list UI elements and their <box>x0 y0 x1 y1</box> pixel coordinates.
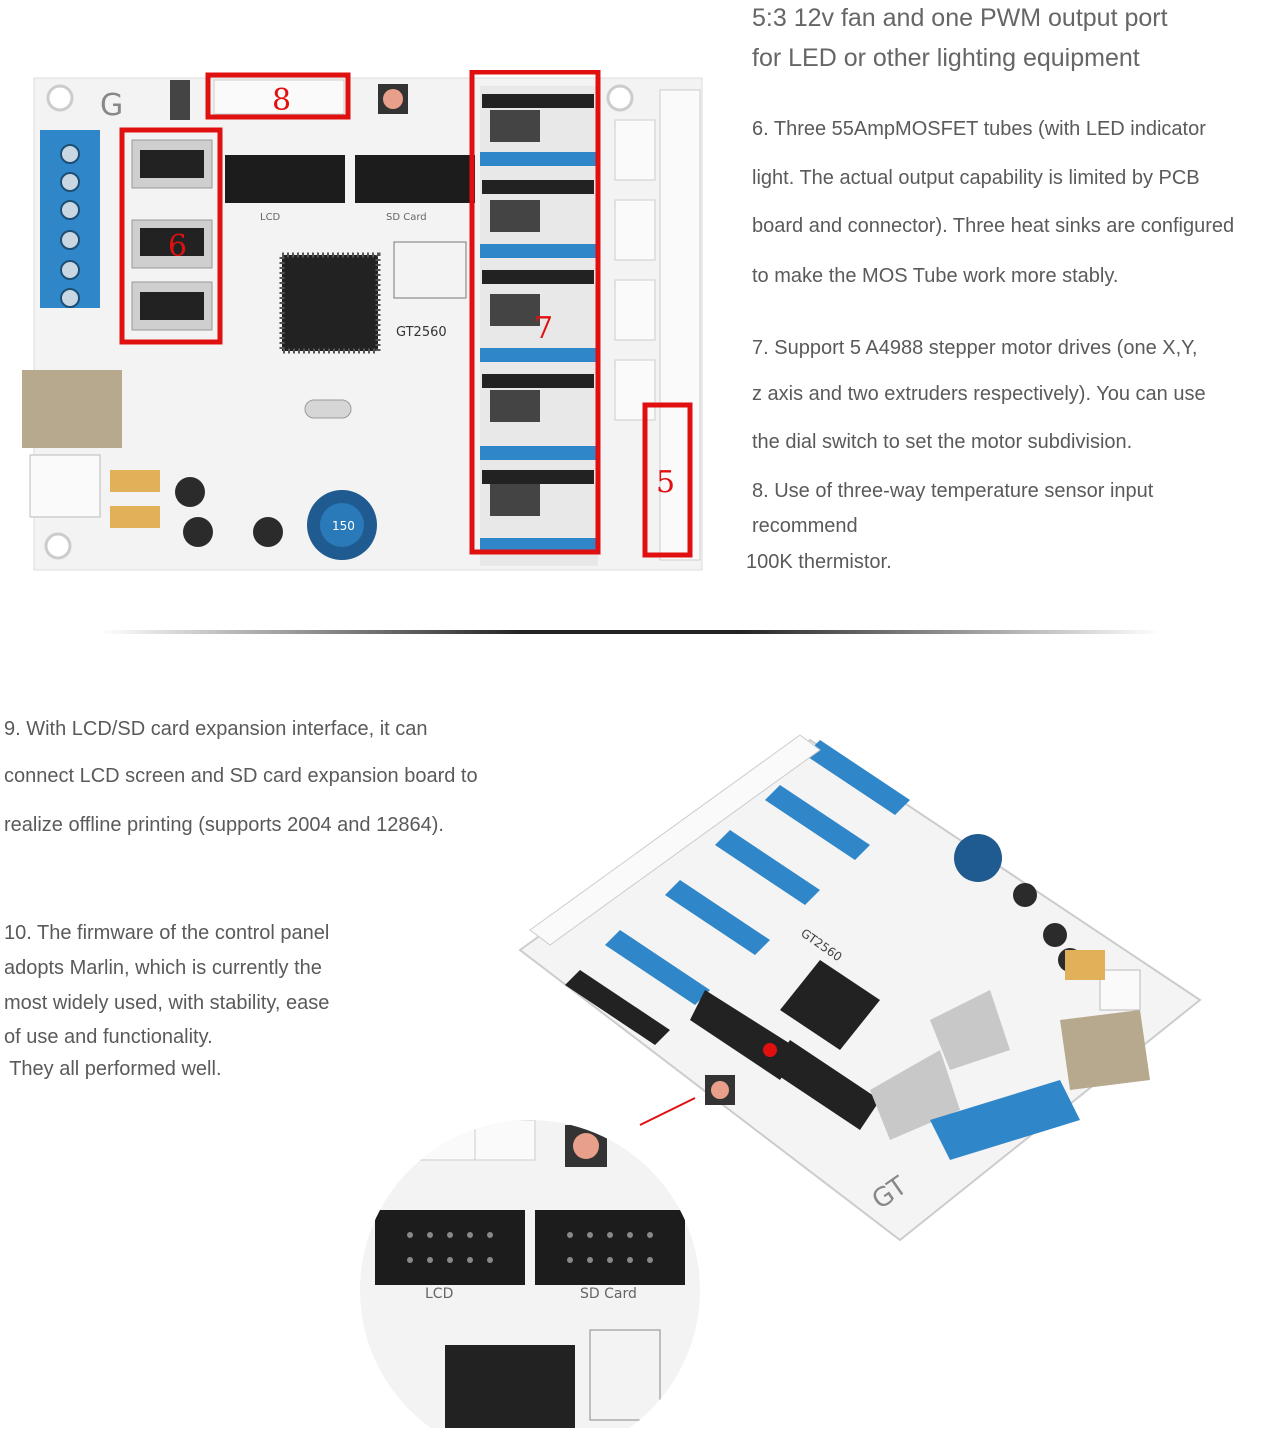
feature-6-line3: board and connector). Three heat sinks a… <box>752 215 1235 237</box>
zoom-lcd-label: LCD <box>425 1286 453 1302</box>
callout-8: 8 <box>272 83 291 118</box>
sd-silk: SD Card <box>386 212 427 223</box>
feature-7-line2: z axis and two extruders respectively). … <box>752 383 1206 405</box>
feature-8-line1: 8. Use of three-way temperature sensor i… <box>752 480 1154 502</box>
feature-5-line2: for LED or other lighting equipment <box>752 44 1140 72</box>
feature-10-line2: adopts Marlin, which is currently the <box>4 957 322 979</box>
coil-label: 150 <box>332 519 355 533</box>
feature-9-line1: 9. With LCD/SD card expansion interface,… <box>4 718 428 740</box>
feature-8-line2: recommend <box>752 515 858 537</box>
feature-7-line3: the dial switch to set the motor subdivi… <box>752 431 1133 453</box>
zoom-detail: LCD SD Card <box>355 1115 705 1433</box>
feature-10-line1: 10. The firmware of the control panel <box>4 922 330 944</box>
board-photo-angled: GT2560 GT <box>500 720 1220 1260</box>
feature-9-line2: connect LCD screen and SD card expansion… <box>4 765 478 787</box>
board-logo: G <box>100 88 123 123</box>
feature-6-line1: 6. Three 55AmpMOSFET tubes (with LED ind… <box>752 118 1206 140</box>
callout-6: 6 <box>168 229 187 264</box>
feature-8-line3: 100K thermistor. <box>746 551 892 573</box>
board-photo-top: GT2560 LCD SD Card 150 G 8 6 7 5 <box>20 69 710 575</box>
feature-10-line4: of use and functionality. <box>4 1026 213 1048</box>
feature-9-line3: realize offline printing (supports 2004 … <box>4 814 444 836</box>
lcd-silk: LCD <box>260 212 281 223</box>
feature-10-line5: They all performed well. <box>4 1058 222 1080</box>
zoom-sd-label: SD Card <box>580 1286 637 1302</box>
section-divider <box>100 630 1160 634</box>
callout-7: 7 <box>534 311 553 346</box>
feature-7-line1: 7. Support 5 A4988 stepper motor drives … <box>752 337 1198 359</box>
feature-6-line4: to make the MOS Tube work more stably. <box>752 265 1119 287</box>
callout-5: 5 <box>656 465 675 500</box>
feature-6-line2: light. The actual output capability is l… <box>752 167 1200 189</box>
feature-5-line1: 5:3 12v fan and one PWM output port <box>752 4 1168 32</box>
feature-10-line3: most widely used, with stability, ease <box>4 992 330 1014</box>
chip-label: GT2560 <box>396 325 447 340</box>
